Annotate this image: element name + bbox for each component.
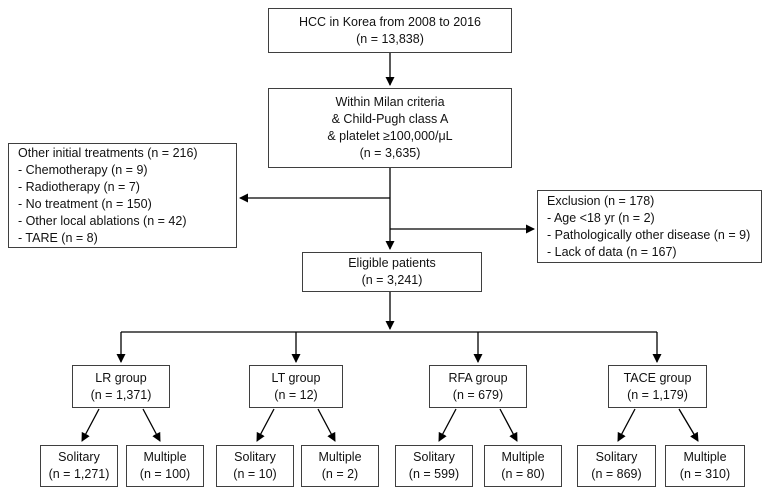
node-rfa-group: RFA group (n = 679) (429, 365, 527, 408)
node-lr-group: LR group (n = 1,371) (72, 365, 170, 408)
node-eligible-patients-count: (n = 3,241) (361, 273, 423, 287)
node-lt-multiple: Multiple (n = 2) (301, 445, 379, 487)
node-exclusion-item: - Lack of data (n = 167) (547, 244, 677, 259)
node-lt-multiple-count: (n = 2) (321, 467, 359, 481)
node-other-treatments-item: - Chemotherapy (n = 9) (18, 162, 148, 177)
node-milan-criteria-line: & platelet ≥100,000/μL (327, 129, 453, 143)
node-tace-group: TACE group (n = 1,179) (608, 365, 707, 408)
node-other-treatments-item: - No treatment (n = 150) (18, 196, 152, 211)
node-lr-multiple-count: (n = 100) (139, 467, 191, 481)
node-lt-solitary-count: (n = 10) (233, 467, 277, 481)
connector-lr-solitary (81, 408, 100, 442)
connector-rfa-multiple (499, 408, 518, 442)
connector-lt-multiple (317, 408, 336, 442)
node-exclusion-item: - Pathologically other disease (n = 9) (547, 227, 751, 242)
connector-lr-multiple (142, 408, 161, 442)
node-eligible-patients: Eligible patients (n = 3,241) (302, 252, 482, 292)
connector-tace-solitary (617, 408, 636, 442)
node-lr-group-count: (n = 1,371) (90, 387, 152, 402)
connector-tace-multiple (678, 408, 699, 442)
node-rfa-solitary: Solitary (n = 599) (395, 445, 473, 487)
node-rfa-solitary-count: (n = 599) (408, 467, 460, 481)
node-exclusion-title: Exclusion (n = 178) (547, 193, 655, 208)
node-milan-criteria-line: & Child-Pugh class A (331, 112, 449, 126)
node-tace-solitary-line: Solitary (595, 450, 638, 464)
node-lt-group: LT group (n = 12) (249, 365, 343, 408)
node-lr-solitary-count: (n = 1,271) (48, 467, 110, 481)
node-hcc-korea: HCC in Korea from 2008 to 2016 (n = 13,8… (268, 8, 512, 53)
node-tace-multiple-count: (n = 310) (679, 467, 731, 481)
node-lr-solitary-line: Solitary (58, 450, 100, 464)
node-rfa-multiple-line: Multiple (501, 450, 545, 464)
node-rfa-multiple: Multiple (n = 80) (484, 445, 562, 487)
node-rfa-multiple-count: (n = 80) (501, 467, 545, 481)
node-lt-solitary: Solitary (n = 10) (216, 445, 294, 487)
node-tace-group-count: (n = 1,179) (627, 387, 688, 402)
node-rfa-group-line: RFA group (448, 370, 508, 385)
connector-rfa-solitary (438, 408, 457, 442)
node-hcc-korea-count: (n = 13,838) (356, 31, 424, 46)
node-lr-solitary: Solitary (n = 1,271) (40, 445, 118, 487)
node-exclusion-item: - Age <18 yr (n = 2) (547, 210, 655, 225)
node-other-treatments-item: - Radiotherapy (n = 7) (18, 179, 140, 194)
node-lr-group-line: LR group (95, 370, 147, 385)
node-hcc-korea-line: HCC in Korea from 2008 to 2016 (298, 14, 482, 29)
node-other-treatments-title: Other initial treatments (n = 216) (18, 145, 198, 160)
node-lt-group-line: LT group (271, 370, 321, 385)
node-lr-multiple-line: Multiple (143, 450, 187, 464)
node-tace-group-line: TACE group (623, 370, 692, 385)
node-eligible-patients-line: Eligible patients (348, 256, 436, 270)
node-tace-multiple: Multiple (n = 310) (665, 445, 745, 487)
node-other-initial-treatments: Other initial treatments (n = 216) - Che… (8, 143, 237, 248)
node-other-treatments-item: - Other local ablations (n = 42) (18, 213, 187, 228)
node-lr-multiple: Multiple (n = 100) (126, 445, 204, 487)
connector-lt-solitary (256, 408, 275, 442)
node-tace-solitary: Solitary (n = 869) (577, 445, 656, 487)
node-tace-multiple-line: Multiple (683, 450, 727, 464)
node-milan-criteria-line: Within Milan criteria (335, 95, 445, 109)
node-tace-solitary-count: (n = 869) (591, 467, 642, 481)
node-milan-criteria: Within Milan criteria & Child-Pugh class… (268, 88, 512, 168)
node-milan-criteria-count: (n = 3,635) (359, 146, 421, 160)
node-lt-solitary-line: Solitary (234, 450, 276, 464)
node-lt-group-count: (n = 12) (274, 387, 318, 402)
node-exclusion: Exclusion (n = 178) - Age <18 yr (n = 2)… (537, 190, 762, 263)
node-lt-multiple-line: Multiple (318, 450, 362, 464)
node-other-treatments-item: - TARE (n = 8) (18, 230, 98, 245)
node-rfa-solitary-line: Solitary (413, 450, 455, 464)
node-rfa-group-count: (n = 679) (452, 387, 504, 402)
